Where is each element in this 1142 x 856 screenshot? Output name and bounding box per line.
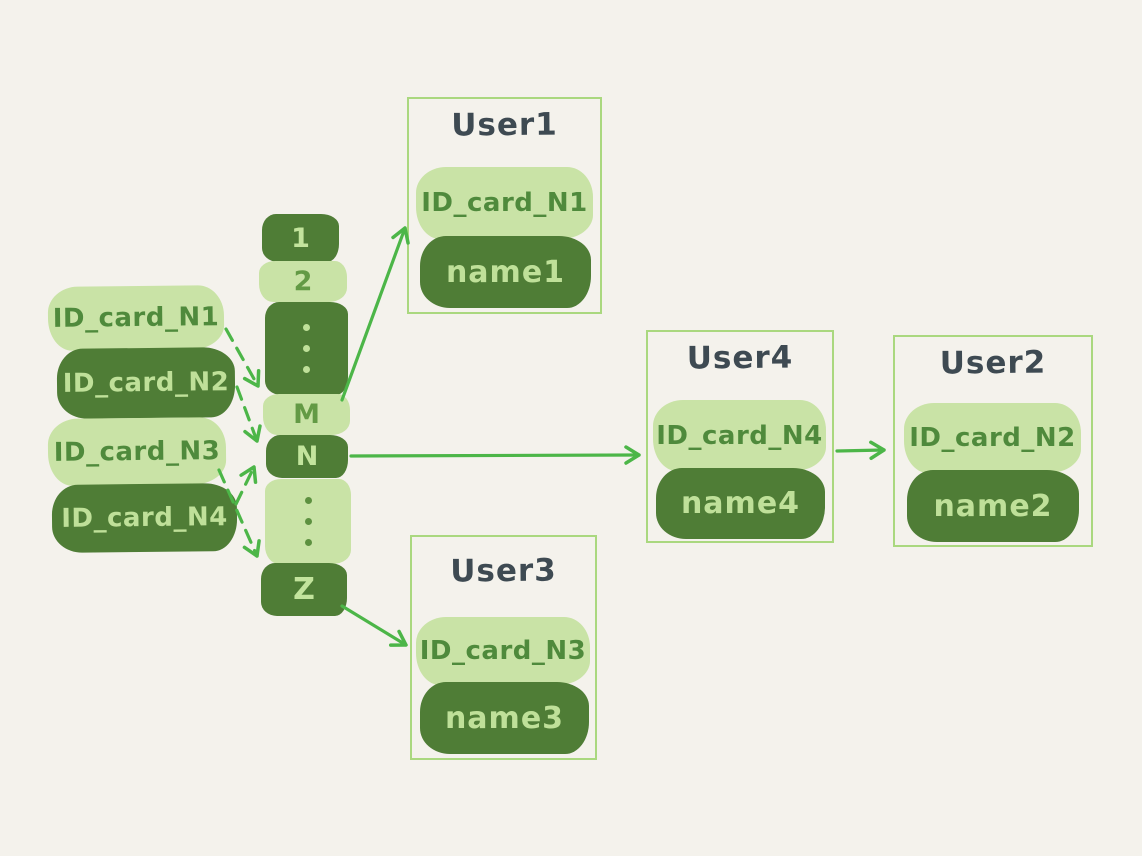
user4-id-card-pill: ID_card_N4: [653, 400, 826, 471]
user1-name-pill: name1: [420, 236, 591, 308]
hash-bucket-m: M: [263, 394, 350, 435]
hash-bucket-ellipsis-bottom: [265, 479, 351, 564]
vertical-dots: [303, 324, 310, 373]
hash-bucket-n: N: [266, 435, 348, 478]
user1-title: User1: [451, 106, 558, 144]
user1-id-card-pill: ID_card_N1: [416, 167, 593, 239]
hash-bucket-2: 2: [259, 261, 347, 302]
user3-box: User3 ID_card_N3 name3: [410, 535, 597, 760]
user3-name-pill: name3: [420, 682, 589, 754]
user4-box: User4 ID_card_N4 name4: [646, 330, 834, 543]
user3-id-card-pill: ID_card_N3: [416, 617, 590, 685]
user4-name-pill: name4: [656, 468, 825, 539]
solid-arrow-m-to-user1: [340, 226, 410, 402]
dashed-arrow-n2-to-n: [235, 385, 262, 443]
vertical-dots: [304, 497, 312, 546]
user2-box: User2 ID_card_N2 name2: [893, 335, 1093, 547]
dashed-arrow-n4-to-n: [234, 465, 258, 506]
user4-title: User4: [686, 339, 794, 377]
id-card-pill-1: ID_card_N1: [47, 285, 225, 351]
user3-title: User3: [450, 552, 557, 590]
user2-title: User2: [939, 344, 1047, 382]
hash-bucket-ellipsis-top: [265, 302, 348, 395]
hash-bucket-z: Z: [261, 563, 347, 616]
user2-name-pill: name2: [907, 470, 1079, 542]
user2-id-card-pill: ID_card_N2: [904, 403, 1081, 473]
id-card-pill-2: ID_card_N2: [56, 347, 236, 419]
solid-arrow-z-to-user3: [340, 604, 408, 647]
hash-bucket-1: 1: [262, 214, 339, 262]
id-card-pill-4: ID_card_N4: [51, 483, 238, 553]
id-card-pill-3: ID_card_N3: [47, 417, 227, 486]
solid-arrow-n-to-user4: [349, 445, 641, 465]
solid-arrow-user4-to-user2: [835, 440, 886, 461]
user1-box: User1 ID_card_N1 name1: [407, 97, 602, 314]
